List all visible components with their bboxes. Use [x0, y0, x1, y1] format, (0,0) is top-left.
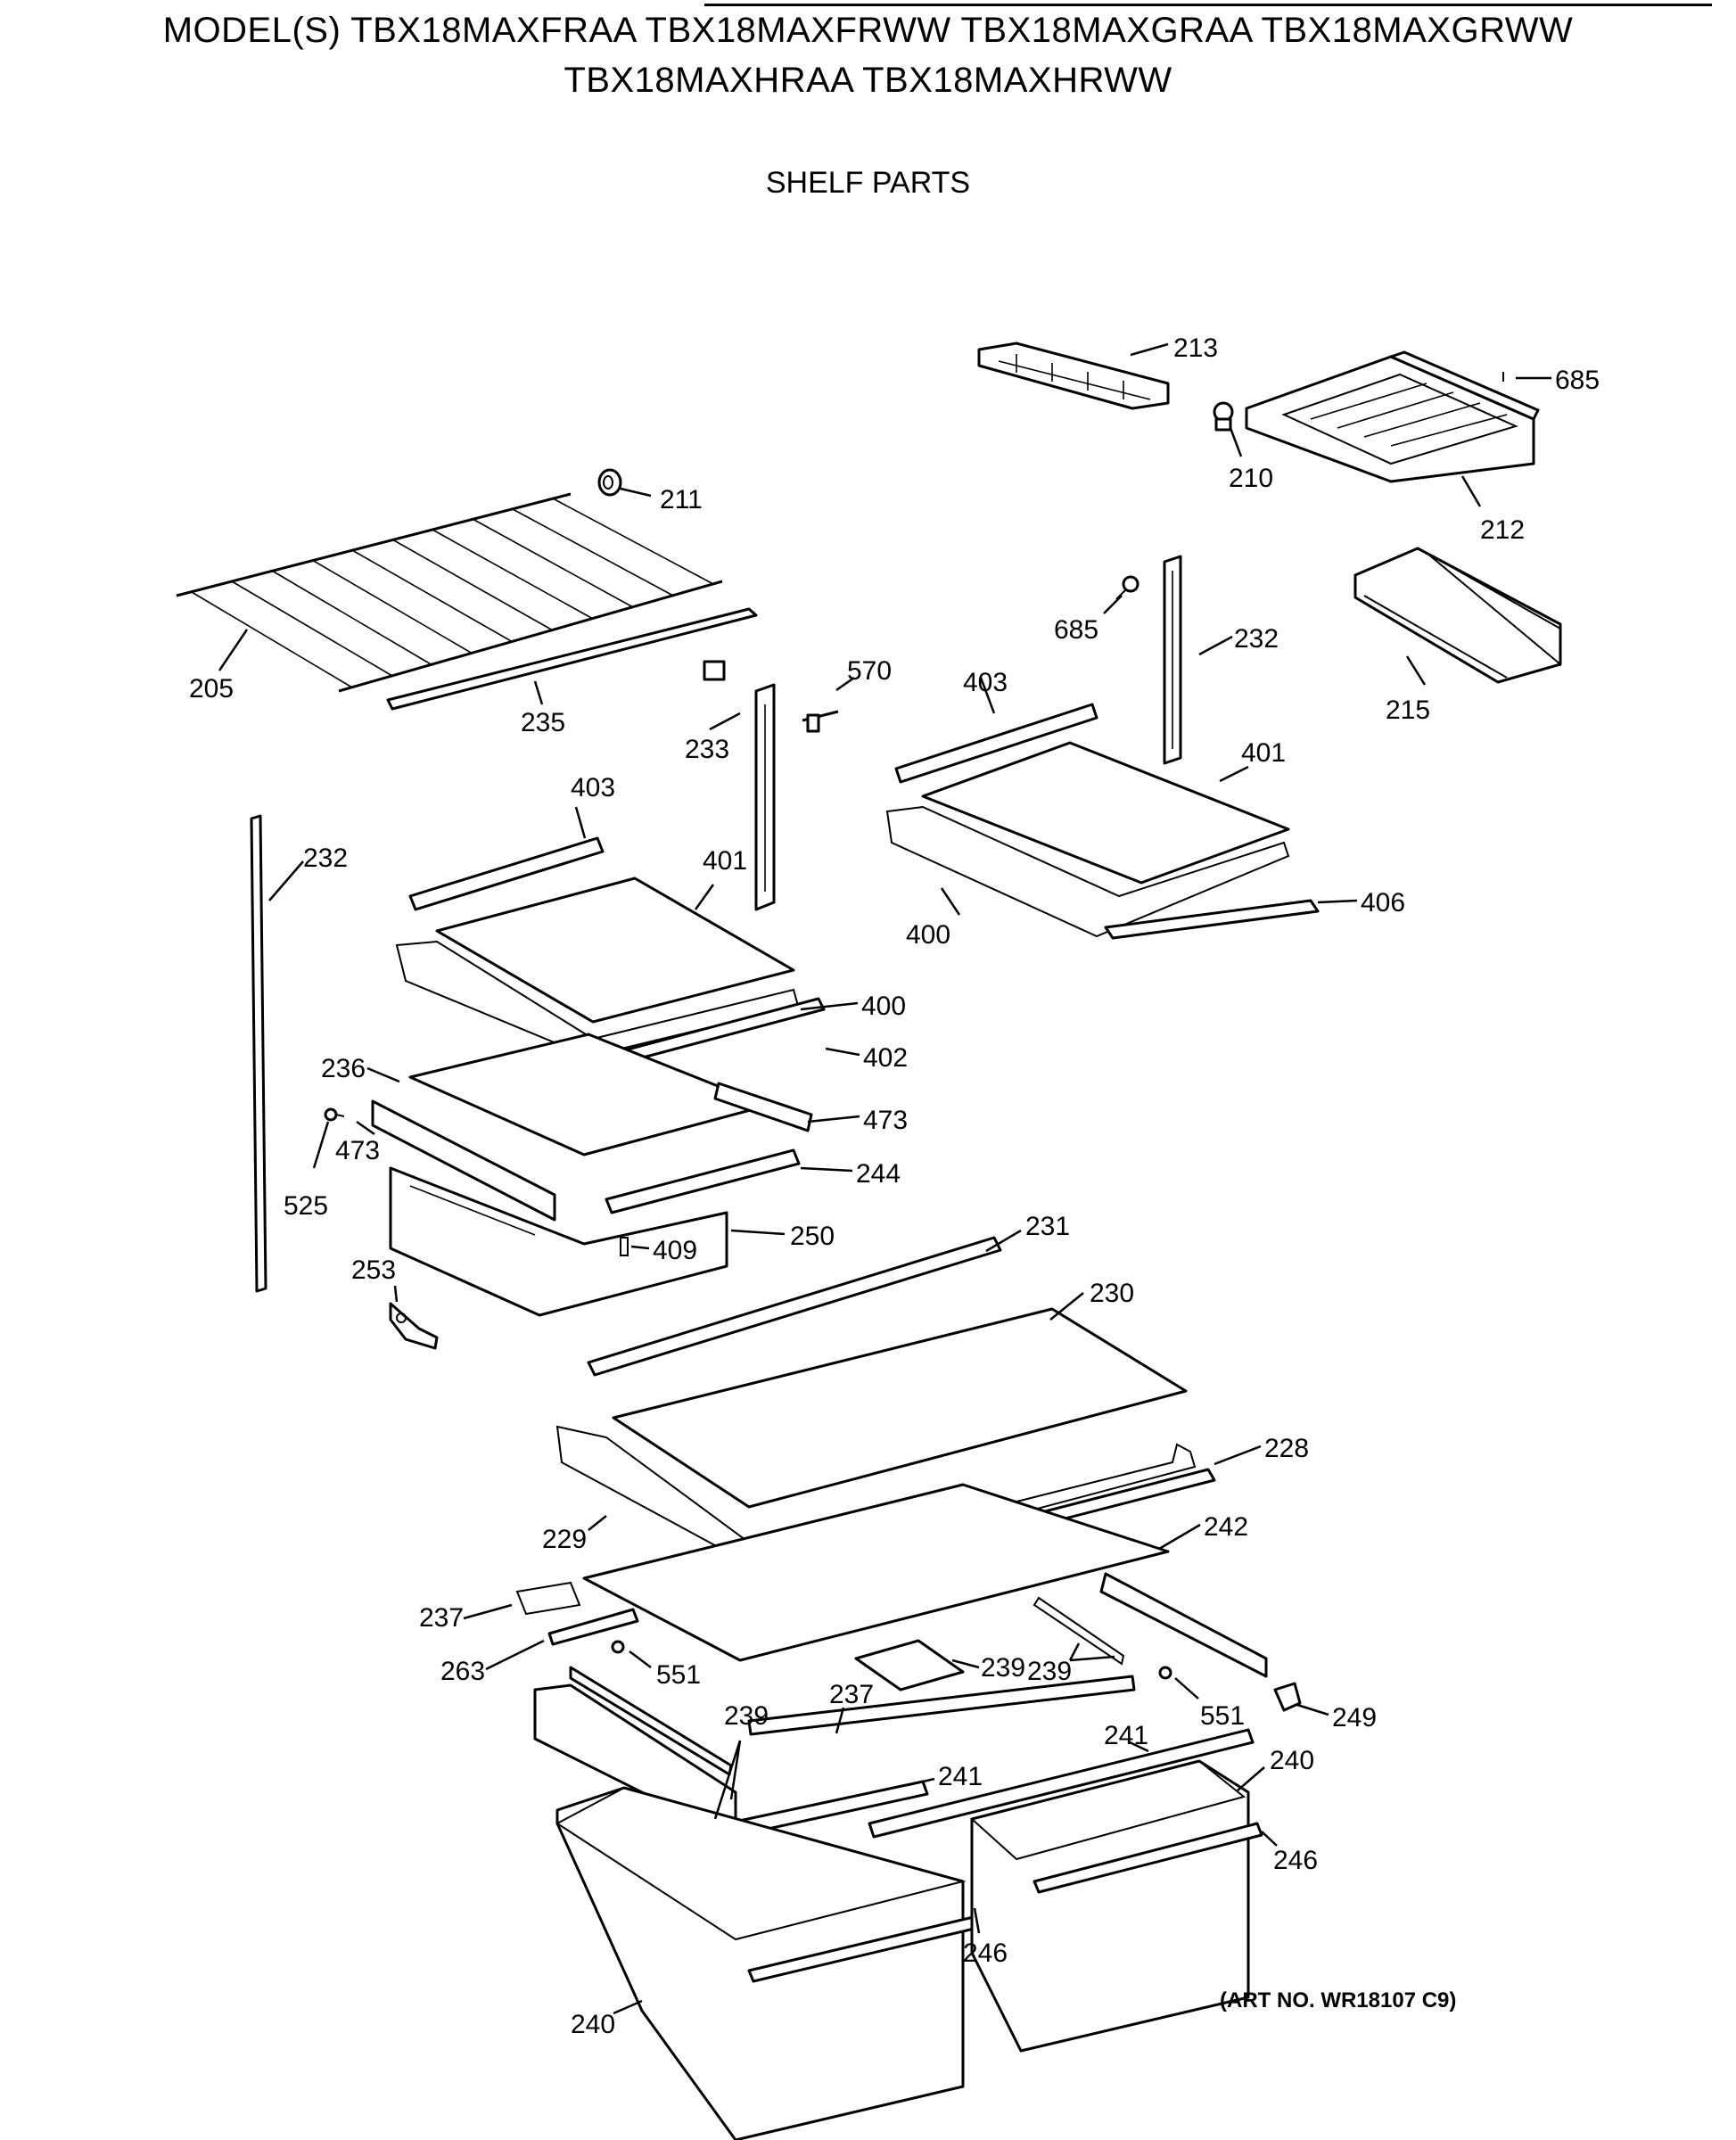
callout-231: 231	[1025, 1212, 1070, 1241]
art-number: (ART NO. WR18107 C9)	[1220, 1988, 1457, 2012]
diagram-subtitle: SHELF PARTS	[765, 166, 971, 200]
callout-labels: 213 685 211 210 212 205 235 233 570 403 …	[189, 333, 1600, 2039]
part-crisper-drawer-right	[969, 1759, 1263, 2053]
callout-402: 402	[863, 1043, 908, 1073]
part-left-rail	[250, 814, 267, 1293]
callout-211: 211	[660, 485, 703, 514]
callout-241: 241	[1104, 1721, 1148, 1750]
model-list-line-2: TBX18MAXHRAA TBX18MAXHRWW	[564, 61, 1172, 100]
callout-232: 232	[303, 844, 348, 873]
part-trim-241-right	[868, 1728, 1255, 1839]
callout-249: 249	[1332, 1703, 1377, 1733]
part-crisper-drawer-left	[555, 1786, 987, 2140]
part-screw-570	[802, 710, 839, 733]
callout-233: 233	[685, 735, 729, 764]
callout-403: 403	[571, 773, 615, 802]
callout-228: 228	[1264, 1434, 1309, 1463]
part-trim-402	[622, 997, 826, 1063]
callout-215: 215	[1386, 696, 1430, 725]
callout-212: 212	[1480, 515, 1525, 545]
callout-473: 473	[863, 1106, 908, 1135]
callout-229: 229	[542, 1525, 587, 1554]
part-grommet	[597, 468, 622, 497]
callout-239: 239	[724, 1701, 769, 1731]
callout-406: 406	[1361, 888, 1405, 918]
part-trim-235	[386, 607, 758, 711]
callout-401: 401	[703, 846, 747, 876]
callout-213: 213	[1173, 333, 1218, 363]
part-ice-tray	[977, 342, 1170, 410]
part-ice-shelf	[1245, 350, 1540, 483]
part-crisper-cover	[515, 1483, 1302, 1712]
callout-570: 570	[847, 656, 892, 686]
part-bracket-253	[389, 1302, 439, 1350]
callout-400: 400	[861, 992, 906, 1021]
callout-239: 239	[1027, 1657, 1072, 1686]
callout-241: 241	[938, 1762, 983, 1791]
callout-685: 685	[1555, 366, 1600, 395]
part-bin-215	[1353, 547, 1562, 684]
part-knob	[1213, 401, 1234, 432]
part-shelf-upper-left	[395, 836, 800, 1058]
callout-237: 237	[419, 1603, 464, 1633]
part-clip-233	[703, 660, 726, 681]
callout-551: 551	[656, 1660, 701, 1690]
callout-235: 235	[521, 708, 565, 737]
part-trim-237	[747, 1675, 1136, 1736]
callout-400: 400	[906, 920, 950, 950]
header-rule	[704, 4, 1712, 6]
callout-401: 401	[1241, 738, 1286, 768]
model-list-line-1: MODEL(S) TBX18MAXFRAA TBX18MAXFRWW TBX18…	[162, 11, 1574, 50]
callout-409: 409	[653, 1236, 697, 1265]
callout-205: 205	[189, 674, 234, 704]
leader-lines	[218, 342, 1551, 2015]
part-screw-mid	[1115, 575, 1140, 600]
callout-240: 240	[1270, 1746, 1314, 1775]
callout-403: 403	[963, 668, 1008, 697]
callout-240: 240	[571, 2010, 615, 2039]
part-wire-shelf	[176, 492, 723, 693]
callout-210: 210	[1229, 464, 1273, 493]
callout-242: 242	[1204, 1512, 1248, 1542]
callout-685: 685	[1054, 615, 1098, 645]
callout-551: 551	[1200, 1701, 1245, 1731]
callout-246: 246	[963, 1938, 1008, 1968]
callout-232: 232	[1234, 624, 1279, 654]
callout-244: 244	[856, 1159, 901, 1189]
part-shelf-upper-right	[885, 703, 1320, 940]
callout-250: 250	[790, 1222, 835, 1251]
callout-236: 236	[321, 1054, 366, 1083]
part-meat-pan-assembly	[371, 1033, 813, 1317]
callout-253: 253	[351, 1255, 396, 1285]
part-screw-525	[324, 1107, 345, 1122]
callout-230: 230	[1090, 1279, 1134, 1308]
callout-473: 473	[335, 1136, 380, 1165]
callout-246: 246	[1273, 1846, 1318, 1875]
callout-525: 525	[284, 1191, 328, 1221]
callout-237: 237	[829, 1680, 874, 1709]
callout-239: 239	[981, 1653, 1025, 1683]
callout-263: 263	[440, 1657, 485, 1686]
